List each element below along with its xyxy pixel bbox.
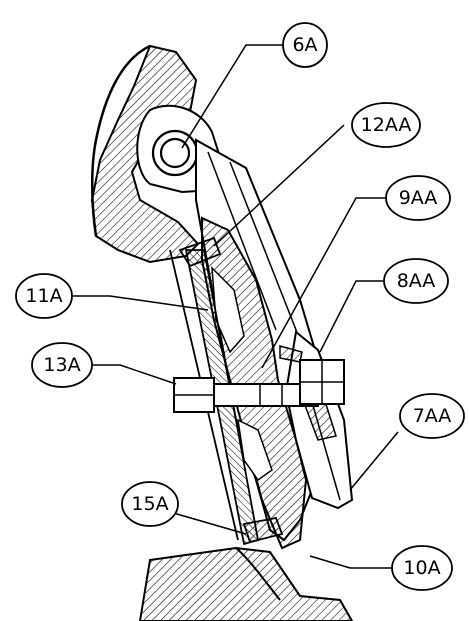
callout-label-13a: 13A: [43, 354, 80, 376]
callout-label-12aa: 12AA: [361, 114, 412, 136]
lower-base: [138, 546, 354, 621]
bolt-assembly: [173, 345, 345, 413]
callout-label-10a: 10A: [403, 557, 440, 579]
callout-13a: 13A: [31, 342, 93, 388]
callout-15a: 15A: [121, 481, 179, 527]
callout-label-8aa: 8AA: [397, 270, 436, 292]
lower-spacer: [242, 516, 284, 544]
callout-12aa: 12AA: [351, 102, 421, 148]
callout-8aa: 8AA: [383, 258, 449, 304]
upper-spacer: [178, 236, 222, 268]
pivot-pin: [159, 137, 191, 169]
callout-7aa: 7AA: [399, 393, 465, 439]
callout-11a: 11A: [15, 273, 73, 319]
callout-6a: 6A: [282, 22, 328, 68]
callout-label-7aa: 7AA: [413, 405, 452, 427]
leader-lines: [72, 44, 399, 569]
callout-label-6a: 6A: [292, 34, 317, 56]
callout-label-11a: 11A: [25, 285, 62, 307]
callout-label-15a: 15A: [131, 493, 168, 515]
callout-9aa: 9AA: [385, 175, 451, 221]
callout-10a: 10A: [391, 545, 453, 591]
callout-label-9aa: 9AA: [399, 187, 438, 209]
